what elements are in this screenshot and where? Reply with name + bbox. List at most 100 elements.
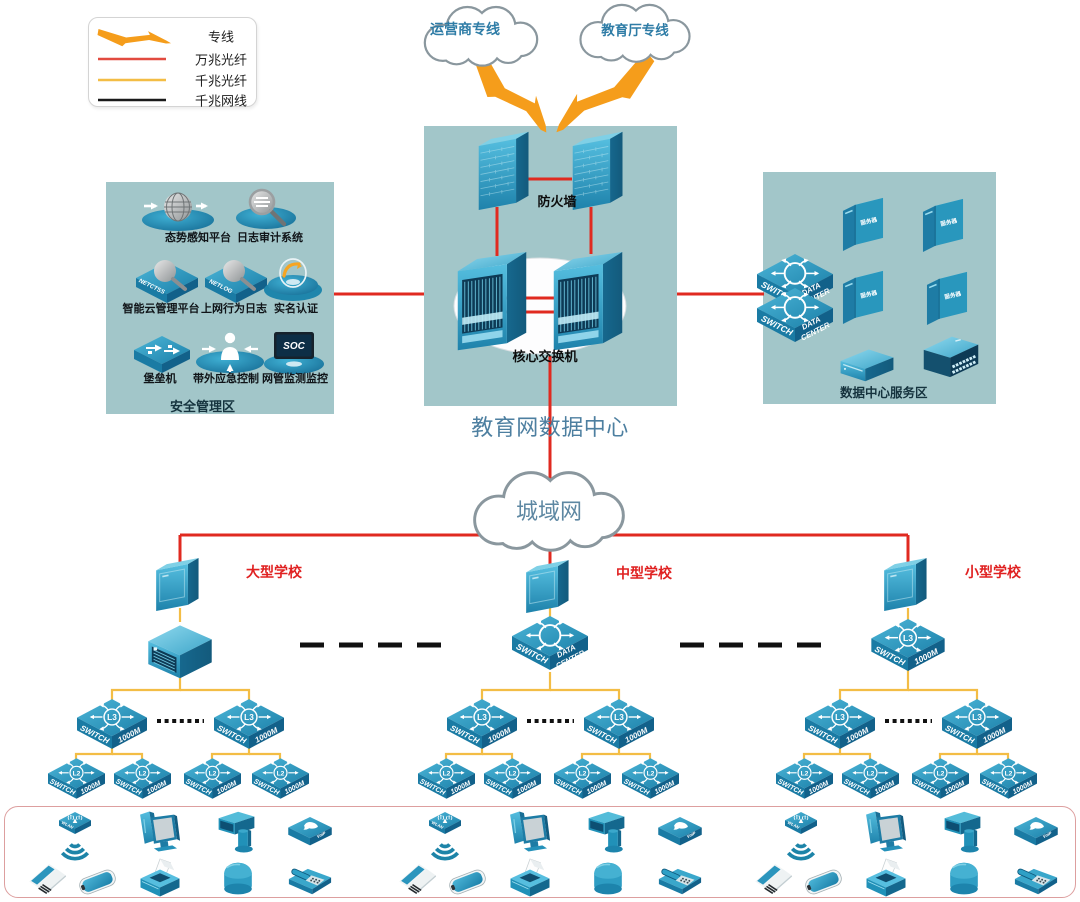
school-server-medium-icon	[525, 559, 570, 614]
fax-phone-icon	[1014, 867, 1058, 895]
wifi-signal-icon	[60, 842, 90, 861]
server-tower-4-icon	[926, 271, 968, 326]
fax-phone-icon	[658, 867, 702, 895]
printer-icon	[866, 858, 906, 897]
smartphone-icon	[803, 867, 844, 897]
server-tower-2-icon	[922, 198, 964, 253]
firewall-left-icon	[478, 131, 529, 211]
legend-label-10g: 万兆光纤	[194, 52, 248, 68]
l3-switch-icon	[942, 699, 1012, 749]
l2-switch-icon	[554, 758, 611, 799]
desktop-pc-icon	[865, 810, 907, 853]
printer-icon	[510, 858, 550, 897]
l2-switch-icon	[184, 758, 241, 799]
l2-switch-icon	[484, 758, 541, 799]
school-dc-switch-icon	[512, 616, 588, 670]
wifi-signal-icon	[786, 842, 816, 861]
l2-switch-icon	[842, 758, 899, 799]
voip-gateway-icon	[658, 817, 702, 846]
l2-switch-icon	[252, 758, 309, 799]
legend-lightning-icon	[97, 29, 171, 47]
l2-switch-icon	[776, 758, 833, 799]
flat-server-icon	[839, 348, 895, 382]
laptop-icon	[28, 863, 67, 895]
firewall-label: 防火墙	[537, 194, 577, 209]
fax-phone-icon	[288, 867, 332, 895]
smartphone-icon	[447, 867, 488, 897]
datacenter-title: 教育网数据中心	[471, 415, 629, 440]
wireless-ap-icon	[428, 811, 462, 835]
net-behavior-log-label: 上网行为日志	[201, 303, 267, 315]
l2-switch-icon	[980, 758, 1037, 799]
network-monitoring-label: 网管监测监控	[262, 373, 328, 385]
legend: 专线 万兆光纤 千兆光纤 千兆网线	[88, 17, 257, 109]
core-switch-left-icon	[457, 251, 527, 351]
man-cloud-label: 城域网	[515, 499, 583, 524]
edu-cloud-label: 教育厅专线	[601, 23, 669, 38]
l2-switch-icon	[622, 758, 679, 799]
l2-switch-icon	[912, 758, 969, 799]
situation-awareness-icon	[142, 192, 214, 231]
oob-emergency-control-label: 带外应急控制	[193, 373, 259, 385]
oob-emergency-control-icon	[196, 332, 264, 373]
log-audit-label: 日志审计系统	[237, 232, 303, 244]
desktop-pc-icon	[509, 810, 551, 853]
l2-switch-icon	[48, 758, 105, 799]
dome-camera-icon	[593, 861, 623, 896]
real-name-auth-icon	[264, 258, 322, 301]
ptz-camera-icon	[944, 811, 981, 853]
core-switch-label: 核心交换机	[512, 349, 578, 364]
laptop-icon	[398, 863, 437, 895]
situation-awareness-label: 态势感知平台	[165, 232, 231, 244]
cloud-management-icon: NETCTSS	[136, 260, 198, 303]
net-behavior-log-icon: NETLOG	[205, 260, 267, 303]
printer-icon	[140, 858, 180, 897]
school-label-small: 小型学校	[965, 564, 1021, 580]
legend-1ge-line	[98, 98, 166, 102]
voip-gateway-icon	[1014, 817, 1058, 846]
service-zone-label: 数据中心服务区	[840, 386, 928, 400]
l3-switch-icon	[77, 699, 147, 749]
svg-text:SOC: SOC	[283, 341, 305, 352]
l3-switch-icon	[584, 699, 654, 749]
ptz-camera-icon	[218, 811, 255, 853]
bastion-host-label: 堡垒机	[143, 373, 177, 385]
cloud-management-label: 智能云管理平台	[122, 303, 200, 315]
wifi-signal-icon	[430, 842, 460, 861]
school-core-chassis-icon	[147, 624, 213, 679]
l2-switch-icon	[418, 758, 475, 799]
l2-switch-icon	[114, 758, 171, 799]
security-zone-label: 安全管理区	[170, 399, 236, 414]
bastion-host-icon	[134, 336, 190, 373]
wireless-ap-icon	[58, 811, 92, 835]
l3-switch-icon	[447, 699, 517, 749]
school-top-l3-icon	[871, 619, 945, 671]
network-monitoring-icon: SOC	[264, 332, 324, 374]
dome-camera-icon	[949, 861, 979, 896]
laptop-icon	[754, 863, 793, 895]
school-label-large: 大型学校	[246, 564, 302, 580]
rack-device-icon	[923, 335, 979, 378]
legend-1gf-line	[98, 78, 166, 82]
l3-switch-icon	[805, 699, 875, 749]
voip-gateway-icon	[288, 817, 332, 846]
legend-label-dedicated: 专线	[207, 29, 235, 45]
desktop-pc-icon	[139, 810, 181, 853]
school-server-large-icon	[155, 557, 200, 612]
log-audit-icon	[236, 188, 296, 229]
isp-cloud-label: 运营商专线	[430, 21, 500, 37]
server-tower-3-icon	[842, 270, 884, 325]
server-tower-1-icon	[842, 197, 884, 252]
l3-switch-icon	[214, 699, 284, 749]
school-server-small-icon	[883, 557, 928, 612]
firewall-right-icon	[572, 131, 623, 211]
real-name-auth-label: 实名认证	[274, 303, 318, 315]
legend-label-1g-cable: 千兆网线	[194, 93, 248, 109]
smartphone-icon	[77, 867, 118, 897]
school-label-medium: 中型学校	[616, 565, 672, 581]
legend-label-1g-fiber: 千兆光纤	[194, 73, 248, 89]
legend-10g-line	[98, 57, 166, 61]
dome-camera-icon	[223, 861, 253, 896]
dc-switch-stack-bottom-icon	[757, 288, 833, 342]
